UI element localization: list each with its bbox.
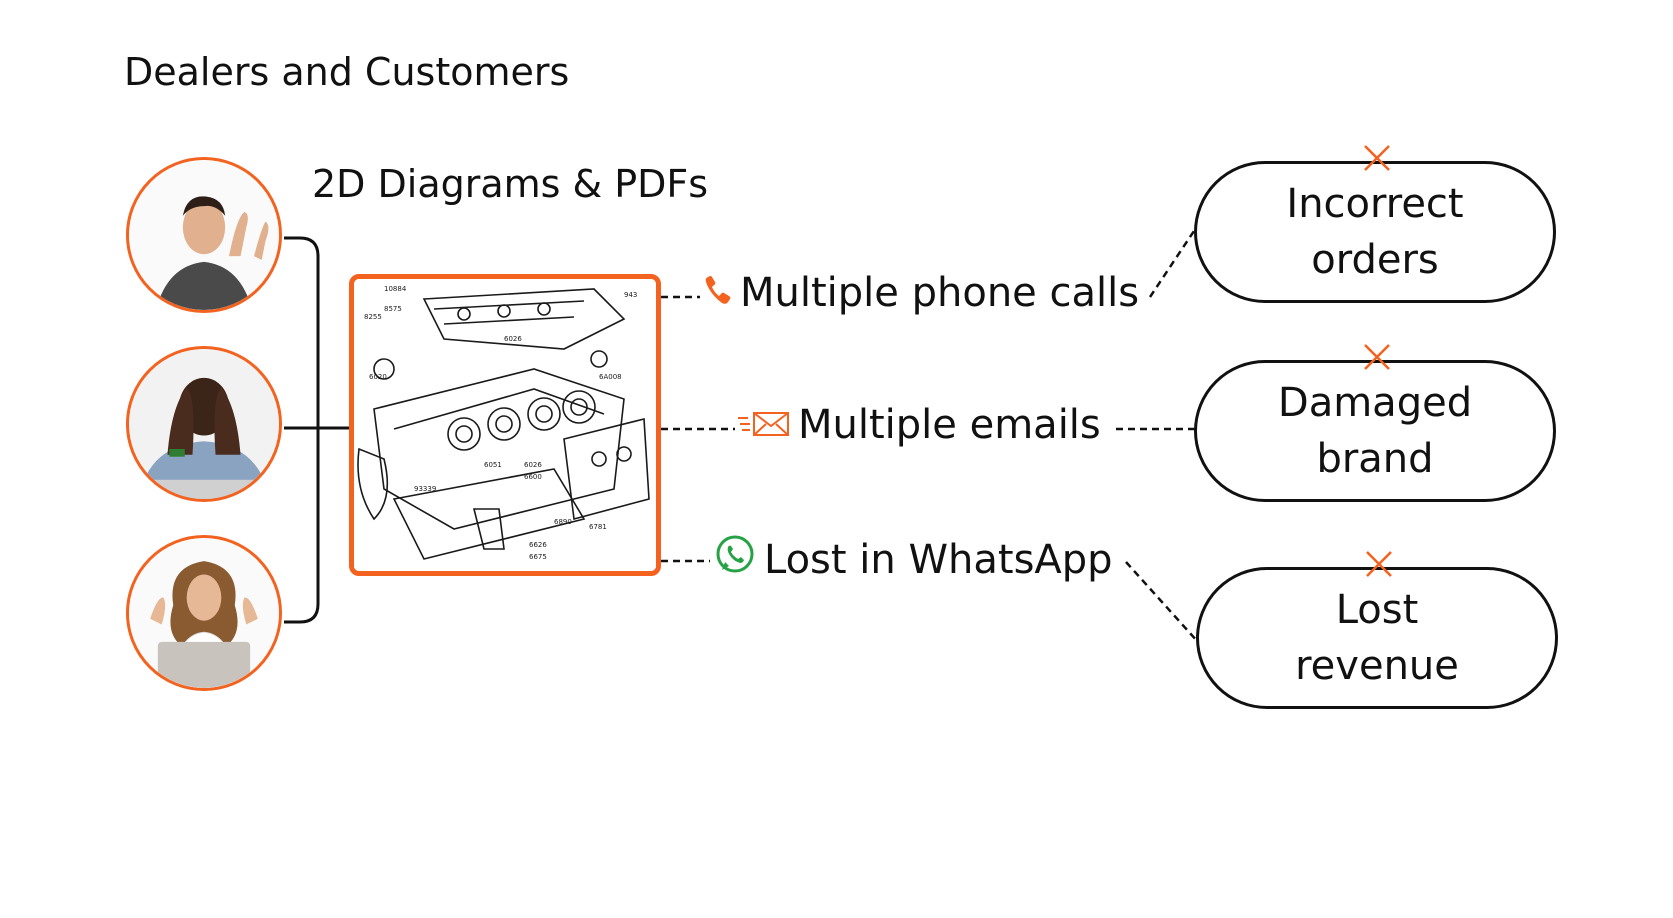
part-number: 6626 xyxy=(529,541,547,549)
channel-whatsapp: Lost in WhatsApp xyxy=(714,534,1113,586)
part-number: 943 xyxy=(624,291,637,299)
avatar-stressed-man xyxy=(126,346,282,502)
part-number: 8575 xyxy=(384,305,402,313)
engine-diagram-frame: 10884 8575 8255 6026 943 6020 6A008 6051… xyxy=(349,274,661,576)
part-number: 8255 xyxy=(364,313,382,321)
link-whatsapp-outcome xyxy=(1125,561,1199,643)
channel-label: Lost in WhatsApp xyxy=(764,537,1113,583)
avatar-frustrated-man xyxy=(126,157,282,313)
part-number: 6A008 xyxy=(599,373,622,381)
part-number: 6675 xyxy=(529,553,547,561)
part-number: 6051 xyxy=(484,461,502,469)
avatar-frustrated-woman xyxy=(126,535,282,691)
part-number: 93339 xyxy=(414,485,436,493)
channel-label: Multiple emails xyxy=(798,402,1101,448)
outcome-label: Incorrect orders xyxy=(1286,181,1464,283)
part-number: 6600 xyxy=(524,473,542,481)
outcome-label: Damaged brand xyxy=(1277,380,1473,482)
frustrated-woman-illustration xyxy=(129,538,279,688)
part-number: 6026 xyxy=(504,335,522,343)
engine-exploded-diagram: 10884 8575 8255 6026 943 6020 6A008 6051… xyxy=(354,279,656,571)
channel-label: Multiple phone calls xyxy=(740,270,1140,316)
outcome-incorrect-orders: Incorrect orders xyxy=(1194,161,1556,303)
part-number: 10884 xyxy=(384,285,407,293)
section-title: Dealers and Customers xyxy=(124,50,570,94)
part-number: 6890 xyxy=(554,518,572,526)
channel-phone-calls: Multiple phone calls xyxy=(704,270,1139,316)
frustrated-man-illustration xyxy=(129,160,279,310)
phone-icon xyxy=(704,270,732,316)
channel-emails: Multiple emails xyxy=(738,402,1101,448)
x-mark-icon xyxy=(1366,551,1392,577)
avatar-bracket xyxy=(284,236,320,624)
part-number: 6020 xyxy=(369,373,387,381)
whatsapp-icon xyxy=(714,534,756,586)
outcome-label: Lost revenue xyxy=(1295,587,1459,689)
link-phone-outcome xyxy=(1148,227,1198,298)
diagram-title: 2D Diagrams & PDFs xyxy=(312,162,709,206)
part-number: 6026 xyxy=(524,461,542,469)
email-icon xyxy=(738,402,790,448)
part-number: 6781 xyxy=(589,523,607,531)
x-mark-icon xyxy=(1364,145,1390,171)
outcome-damaged-brand: Damaged brand xyxy=(1194,360,1556,502)
stressed-man-illustration xyxy=(129,349,279,499)
outcome-lost-revenue: Lost revenue xyxy=(1196,567,1558,709)
x-mark-icon xyxy=(1364,344,1390,370)
